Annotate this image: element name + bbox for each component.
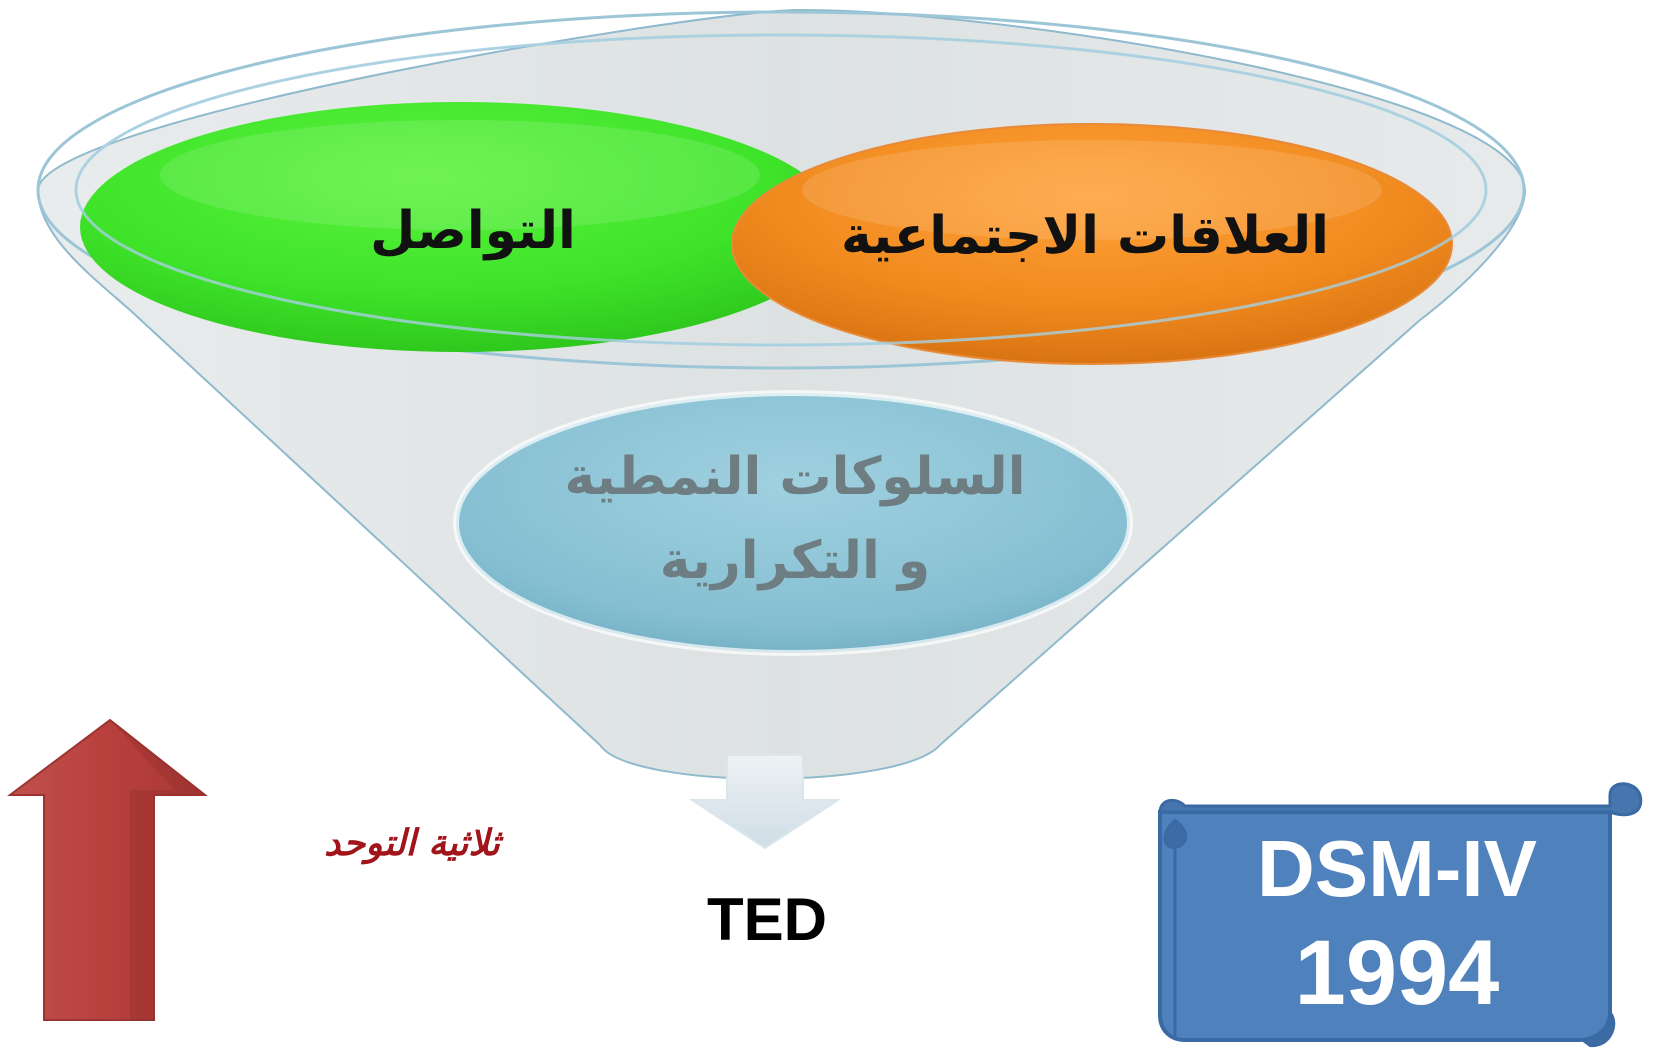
- banner-bottom-curl: [1579, 1009, 1616, 1048]
- banner-top-scroll: [1158, 782, 1643, 817]
- output-label: TED: [707, 886, 827, 953]
- dsm-banner: [1158, 782, 1643, 1048]
- communication-label: التواصل: [370, 201, 576, 261]
- behaviors-label-line2: و التكرارية: [660, 531, 930, 591]
- funnel-rim-overlay: [74, 33, 1488, 347]
- banner-line1: DSM-IV: [1257, 824, 1537, 913]
- funnel-output-arrow-icon: [688, 754, 842, 850]
- behaviors-ellipse: [453, 390, 1133, 656]
- banner-line2: 1994: [1295, 922, 1500, 1024]
- funnel-rim-outer: [36, 10, 1526, 370]
- triad-label: ثلاثية التوحد: [324, 823, 504, 865]
- behaviors-label-line1: السلوكات النمطية: [564, 447, 1025, 507]
- triad-up-arrow-icon: [7, 718, 208, 1021]
- social-relations-ellipse: [731, 123, 1453, 365]
- communication-ellipse: [80, 102, 840, 352]
- social-relations-label: العلاقات الاجتماعية: [841, 206, 1329, 266]
